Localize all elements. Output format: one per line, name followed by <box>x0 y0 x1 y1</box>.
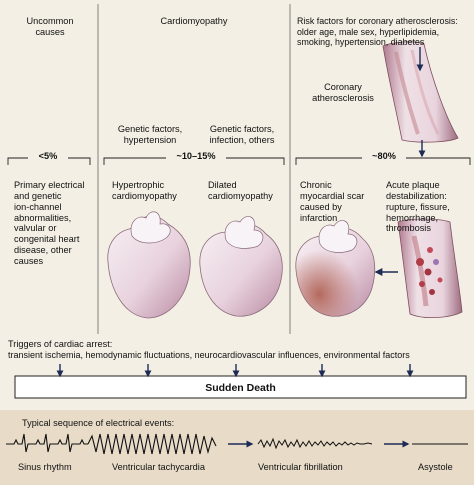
myocardial-scar-label: Chronic myocardial scar caused by infarc… <box>300 180 365 223</box>
sudden-death-box <box>14 375 467 399</box>
ecg-label-vt: Ventricular tachycardia <box>112 462 205 472</box>
uncommon-causes-header: Uncommon causes <box>26 16 74 37</box>
hypertrophic-label: Hypertrophic cardiomyopathy <box>112 180 177 201</box>
factors-dilated: Genetic factors, infection, others <box>209 124 275 145</box>
infarction-heart-illustration <box>295 220 376 317</box>
factors-hypertrophic: Genetic factors, hypertension <box>117 124 183 145</box>
risk-factors-text: Risk factors for coronary atherosclerosi… <box>297 16 458 47</box>
sudden-death-label: Sudden Death <box>205 382 276 394</box>
percentage-cardiomyopathy: ~10–15% <box>166 151 226 162</box>
ecg-label-sinus: Sinus rhythm <box>18 462 72 472</box>
percentage-uncommon: <5% <box>28 151 68 162</box>
ventricular-fibrillation-trace <box>257 437 373 450</box>
percentage-coronary: ~80% <box>362 151 406 162</box>
dilated-label: Dilated cardiomyopathy <box>208 180 273 201</box>
hypertrophic-heart-illustration <box>107 211 191 319</box>
dilated-heart-illustration <box>199 216 283 317</box>
coronary-atherosclerosis-label: Coronary atherosclerosis <box>312 82 374 103</box>
triggers-list: transient ischemia, hemodynamic fluctuat… <box>8 350 410 360</box>
ecg-title: Typical sequence of electrical events: <box>22 418 175 428</box>
ecg-panel <box>0 410 474 485</box>
cardiomyopathy-header: Cardiomyopathy <box>160 16 228 26</box>
ecg-label-vf: Ventricular fibrillation <box>258 462 343 472</box>
sinus-rhythm-trace <box>6 433 88 453</box>
plaque-destabilization-label: Acute plaque destabilization: rupture, f… <box>386 180 450 234</box>
uncommon-causes-text: Primary electrical and genetic ion-chann… <box>14 180 85 267</box>
coronary-artery-illustration <box>382 41 459 143</box>
ventricular-tachycardia-trace <box>87 433 217 455</box>
ecg-label-asystole: Asystole <box>418 462 453 472</box>
triggers-title: Triggers of cardiac arrest: <box>8 339 113 349</box>
plaque-rupture-illustration <box>397 218 463 318</box>
